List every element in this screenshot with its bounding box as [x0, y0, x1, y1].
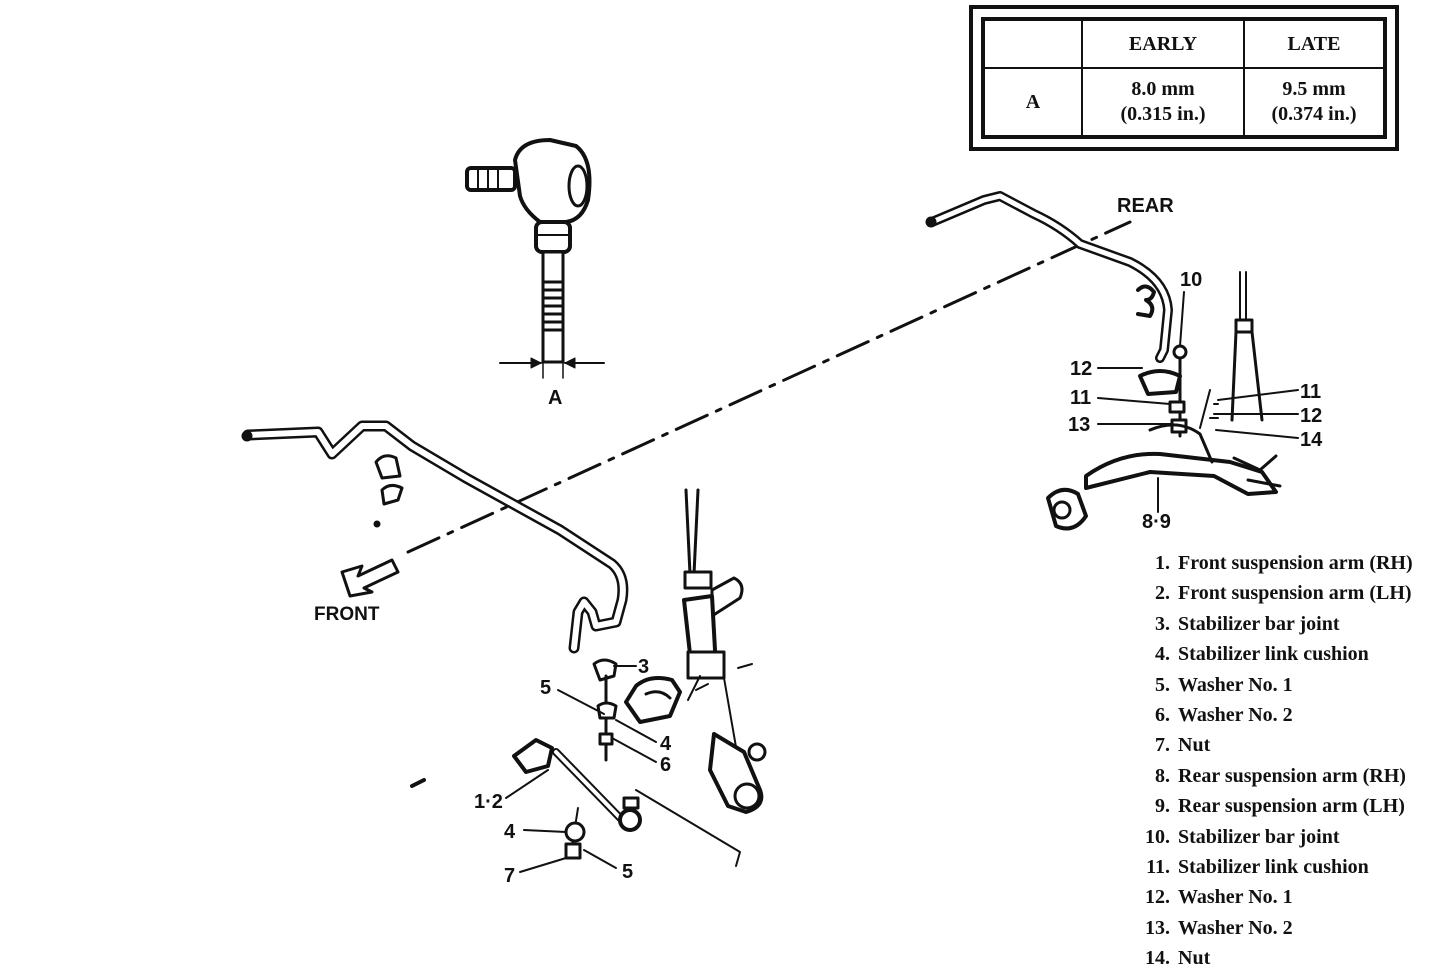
front-link-parts — [512, 658, 682, 860]
joint-detail — [465, 138, 605, 379]
rear-callout-11b: 11 — [1300, 381, 1321, 403]
rear-stabilizer-bar — [925, 191, 1173, 363]
spec-table: EARLY LATE A 8.0 mm (0.315 in.) 9.5 mm (… — [969, 5, 1399, 151]
front-callout-4b: 4 — [504, 821, 516, 843]
spec-late-mm: 9.5 mm — [1282, 78, 1346, 100]
front-leader-lines — [505, 665, 657, 873]
legend-item: 11.Stabilizer link cushion — [1146, 855, 1369, 878]
front-callout-5b: 5 — [622, 861, 633, 883]
legend-item: 3.Stabilizer bar joint — [1155, 612, 1340, 635]
spec-header-early: EARLY — [1081, 19, 1245, 69]
front-callout-4: 4 — [660, 733, 672, 755]
rear-callout-13: 13 — [1068, 414, 1090, 436]
legend-item: 13.Washer No. 2 — [1145, 916, 1293, 939]
front-callout-3: 3 — [638, 656, 649, 678]
rear-callout-11: 11 — [1070, 387, 1091, 409]
legend-item: 9.Rear suspension arm (LH) — [1155, 795, 1405, 818]
front-callout-6: 6 — [660, 754, 671, 776]
spec-late-value: 9.5 mm (0.374 in.) — [1243, 67, 1385, 137]
alignment-line — [406, 220, 1132, 554]
legend-item: 5.Washer No. 1 — [1155, 673, 1293, 696]
rear-callout-12: 12 — [1070, 358, 1092, 380]
front-arrow-icon — [340, 558, 400, 598]
spec-table-grid: EARLY LATE A 8.0 mm (0.315 in.) 9.5 mm (… — [983, 19, 1385, 137]
legend-item: 8.Rear suspension arm (RH) — [1155, 764, 1406, 787]
dimension-label: A — [548, 387, 562, 409]
front-strut-assembly — [635, 488, 767, 867]
legend-item: 7.Nut — [1155, 734, 1211, 757]
spec-header-late: LATE — [1243, 19, 1385, 69]
spec-value-row: A 8.0 mm (0.315 in.) 9.5 mm (0.374 in.) — [983, 67, 1385, 137]
spec-late-in: (0.374 in.) — [1271, 103, 1357, 125]
legend-item: 4.Stabilizer link cushion — [1155, 643, 1369, 666]
spec-header-blank — [983, 19, 1083, 69]
rear-callout-14: 14 — [1300, 429, 1323, 451]
legend-item: 1.Front suspension arm (RH) — [1155, 552, 1413, 574]
legend-item: 6.Washer No. 2 — [1155, 703, 1293, 726]
rear-callout-8-9: 8·9 — [1142, 511, 1171, 533]
spec-early-in: (0.315 in.) — [1120, 103, 1206, 125]
rear-leader-lines — [1097, 291, 1299, 513]
front-callout-1-2: 1·2 — [474, 791, 503, 813]
front-stabilizer-bar — [241, 420, 629, 788]
legend-item: 10.Stabilizer bar joint — [1145, 825, 1340, 848]
front-callout-7: 7 — [504, 865, 515, 887]
rear-callout-10: 10 — [1180, 269, 1202, 291]
rear-strut-assembly — [1046, 271, 1282, 531]
rear-label: REAR — [1117, 195, 1174, 217]
spec-early-value: 8.0 mm (0.315 in.) — [1081, 67, 1245, 137]
front-label: FRONT — [314, 604, 380, 625]
rear-callout-12b: 12 — [1300, 405, 1322, 427]
spec-early-mm: 8.0 mm — [1131, 78, 1195, 100]
legend-item: 12.Washer No. 1 — [1145, 886, 1293, 909]
parts-legend: 1.Front suspension arm (RH) 2.Front susp… — [1124, 548, 1456, 973]
legend-item: 14.Nut — [1145, 947, 1211, 970]
spec-header-row: EARLY LATE — [983, 19, 1385, 69]
front-callout-5: 5 — [540, 677, 551, 699]
legend-item: 2.Front suspension arm (LH) — [1155, 582, 1412, 605]
spec-row-label: A — [983, 67, 1083, 137]
